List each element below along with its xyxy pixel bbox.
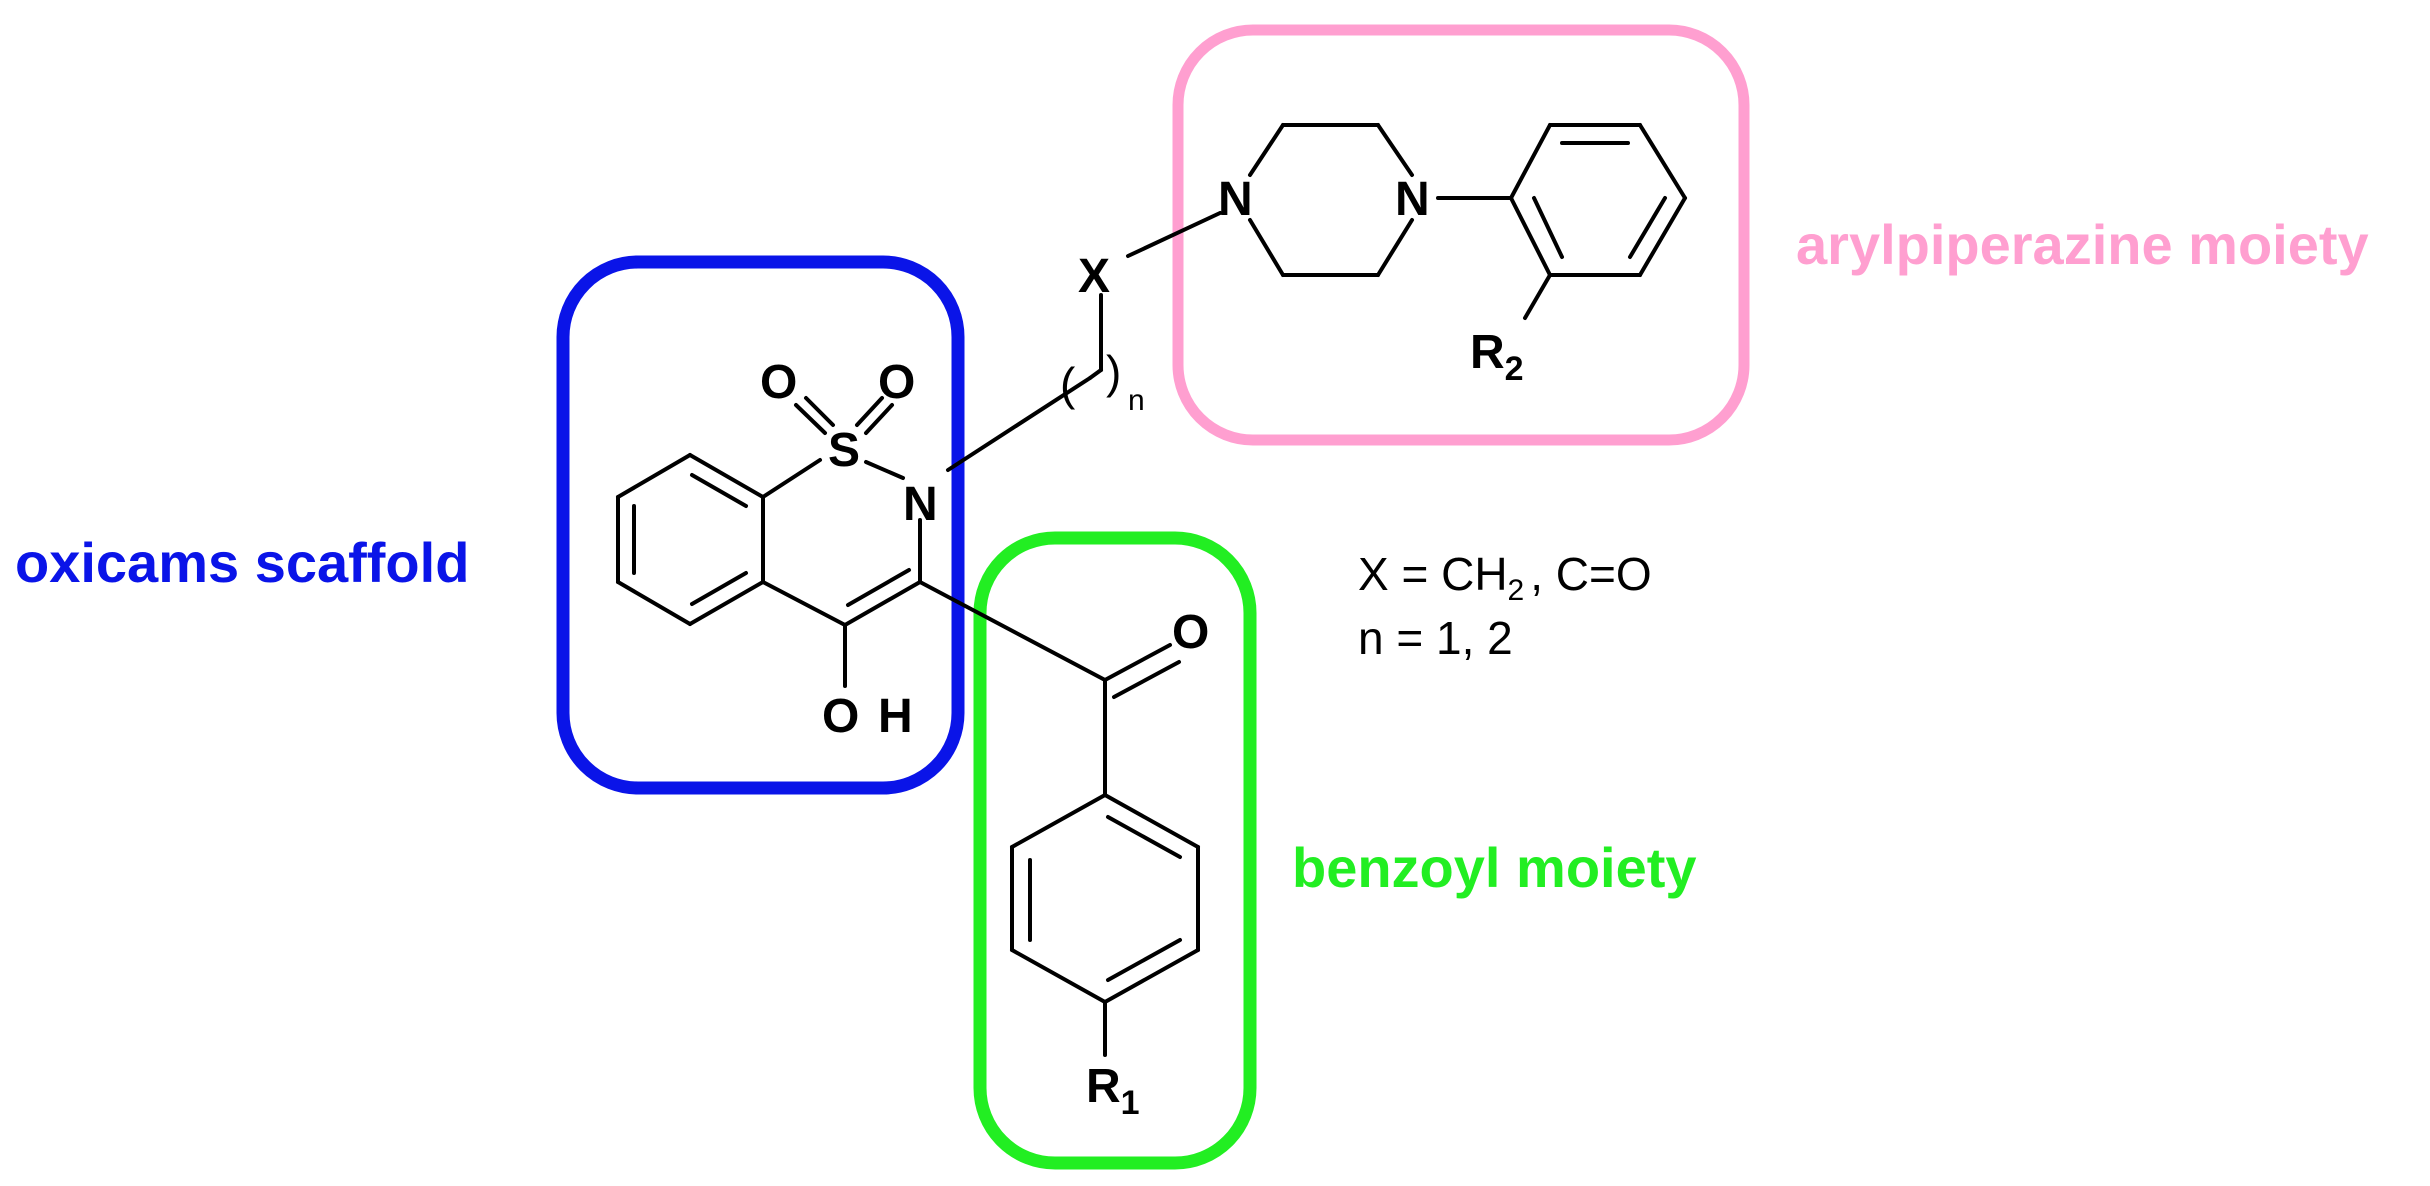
bond <box>1248 218 1285 277</box>
bond <box>616 453 692 499</box>
bond <box>761 580 847 627</box>
benzoyl-box <box>973 531 1257 1170</box>
bond <box>794 403 827 435</box>
bond <box>1103 793 1200 849</box>
oxicams-scaffold-label: oxicams scaffold <box>15 531 469 594</box>
bond <box>761 458 822 499</box>
sulfur-atom: S <box>828 424 860 477</box>
bond <box>1532 196 1564 259</box>
bond <box>688 580 765 626</box>
bond <box>1638 123 1687 200</box>
r1-substituent: R1 <box>1086 1060 1140 1122</box>
bond <box>855 396 884 427</box>
piperazine-nitrogen-atom: N <box>1218 173 1253 226</box>
piperazine-nitrogen-atom: N <box>1395 173 1430 226</box>
bond <box>1523 273 1552 320</box>
bond <box>1509 123 1552 200</box>
benzoyl-moiety-label: benzoyl moiety <box>1292 836 1697 899</box>
r2-substituent: R2 <box>1470 326 1524 388</box>
bond <box>918 580 1107 682</box>
bond <box>843 580 922 627</box>
repeat-paren-open: ( <box>1060 358 1076 410</box>
carbonyl-oxygen-atom: O <box>1172 606 1209 659</box>
bond <box>846 568 911 607</box>
oxygen-atom: O <box>760 356 797 409</box>
hydroxyl-oxygen-atom: O <box>822 690 859 743</box>
bond <box>864 403 894 435</box>
bond <box>1248 123 1285 177</box>
bond <box>1376 123 1414 177</box>
oxicams-box <box>556 255 965 795</box>
bond <box>1509 196 1552 277</box>
bond <box>1126 211 1222 258</box>
bond <box>1103 643 1172 682</box>
arylpiperazine-box <box>1172 24 1750 446</box>
bond <box>1088 368 1103 380</box>
bond <box>690 571 748 606</box>
bond <box>946 376 1092 472</box>
bond <box>1628 196 1667 259</box>
bond <box>616 580 692 626</box>
bond <box>1103 948 1200 1004</box>
bond <box>1376 218 1414 277</box>
bond <box>864 460 905 480</box>
bond <box>1010 948 1107 1004</box>
bond <box>1112 660 1181 699</box>
x-linker-atom: X <box>1078 250 1110 303</box>
bond <box>1106 815 1182 859</box>
repeat-paren-close: ) <box>1106 346 1121 398</box>
n-definition: n = 1, 2 <box>1358 612 1513 664</box>
bond <box>688 453 765 499</box>
bond <box>1106 938 1182 982</box>
arylpiperazine-moiety-label: arylpiperazine moiety <box>1796 213 2369 276</box>
bond <box>1010 793 1107 849</box>
oxygen-atom: O <box>878 356 915 409</box>
bond <box>804 396 835 427</box>
hydroxyl-hydrogen-atom: H <box>878 690 913 743</box>
ring-nitrogen-atom: N <box>903 478 938 531</box>
bond <box>690 473 748 508</box>
repeat-subscript-n: n <box>1128 384 1145 417</box>
x-definition: X = CH2, C=O <box>1358 548 1652 607</box>
bonds <box>616 123 1687 1057</box>
bond <box>1638 196 1687 277</box>
